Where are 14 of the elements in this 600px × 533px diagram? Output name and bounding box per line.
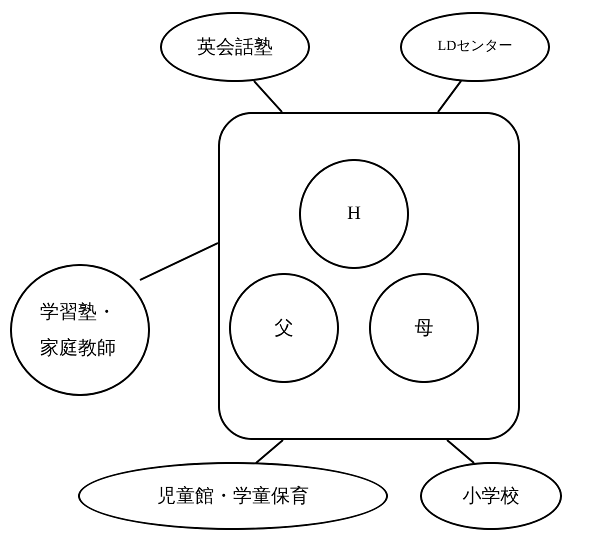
circle-node: 父 [229, 273, 339, 383]
ellipse-node: 学習塾・家庭教師 [10, 264, 150, 396]
ellipse-node: 児童館・学童保育 [78, 462, 388, 530]
connector-line [437, 80, 462, 113]
circle-node: 母 [369, 273, 479, 383]
connector-line [253, 80, 283, 113]
ellipse-node: 小学校 [420, 462, 562, 530]
connector-line [140, 242, 218, 281]
connector-line [255, 439, 284, 464]
ellipse-node: 英会話塾 [160, 12, 310, 82]
rounded-box [218, 112, 520, 440]
ellipse-node: LDセンター [400, 12, 550, 82]
circle-node: H [299, 159, 409, 269]
connector-line [446, 439, 475, 464]
